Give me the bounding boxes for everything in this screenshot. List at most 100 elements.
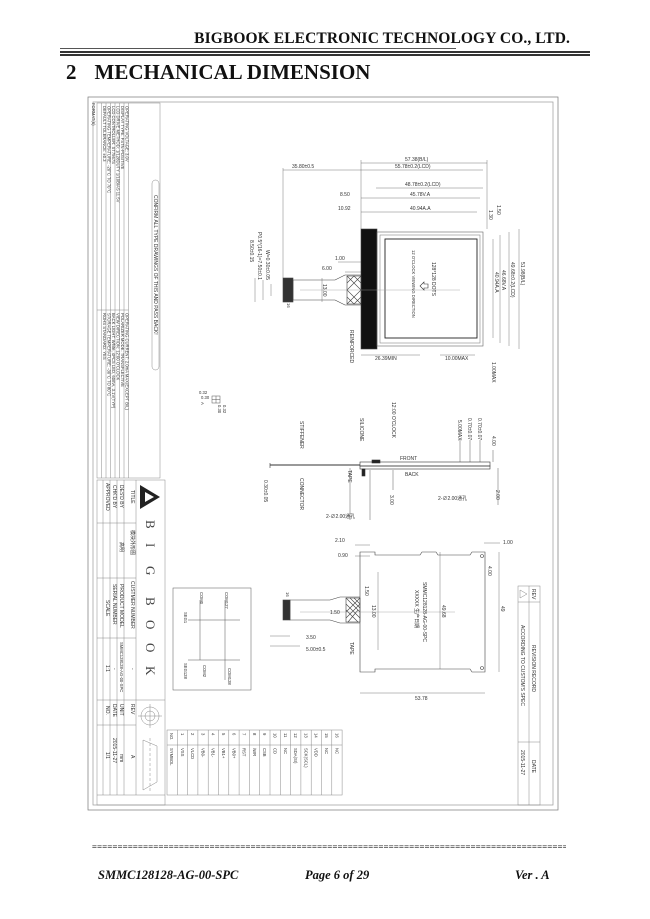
scale-label: SCALE <box>104 600 110 617</box>
serial-label: SERIAL NUMBER <box>111 584 117 625</box>
pin-number: 7 <box>242 733 247 736</box>
pin-number: 16 <box>334 733 339 738</box>
spec-drive-method: LCD DRIVE METHOD: 1/128DUTY 1/10BIAS 11.… <box>115 106 120 203</box>
dim-lcd-width: 55.78±0.2(LCD) <box>395 164 431 170</box>
detail-a-dim: 0.30 <box>217 405 222 414</box>
spec-backlight: BACK LIGHT: White, 4PCS LED, 60mA, 3.1V(… <box>111 313 116 409</box>
back-pin16-label: 16 <box>285 592 290 597</box>
pin-no-header: NO. <box>169 733 174 740</box>
spec-controller: LCD CONTROLLER: ST7567S <box>111 106 116 164</box>
customer-label: CUSTMER NUMBER <box>129 581 135 629</box>
unit-value: mm <box>118 754 124 762</box>
spec-confirm-header: CONFIRM ALL TYPE DRAWINGS OF THIS AND PA… <box>152 195 158 335</box>
serial-value: - <box>111 668 117 670</box>
detail-a-dim: 0.30 <box>201 395 210 400</box>
section-title: MECHANICAL DIMENSION <box>94 60 371 84</box>
logo-letter: O <box>143 643 158 652</box>
logo-letter: B <box>143 597 158 606</box>
pin-number: 1 <box>180 733 185 736</box>
com0-label: COM0 <box>199 592 204 605</box>
dim-600: 6.00 <box>322 266 332 272</box>
reinforced-label: REINFORCED <box>348 330 354 363</box>
dim-070a: 0.70±0.07 <box>466 418 472 440</box>
pin-symbol: VB1+ <box>221 748 226 759</box>
pin-symbol: NC <box>324 748 329 754</box>
customer-value: - <box>129 668 135 670</box>
dim-bl-width: 57.38(B/L) <box>405 157 429 163</box>
pin-symbol: SDA(SI) <box>293 748 298 764</box>
pin-symbol: VSS <box>180 748 185 757</box>
pin-symbol: /WR <box>252 748 257 756</box>
dim-500max: 5.00MAX <box>456 420 462 441</box>
front-view-dimensions <box>254 160 520 356</box>
spec-storage-temp: STORAGE TEMPERATURE: -30°C TO 80°C <box>106 313 111 396</box>
dim-2639: 26.39MIN <box>375 356 397 362</box>
spec-operating-current: OPERATING CURRENT: 2.0mA MAX(EXCEPT B/L) <box>124 313 129 410</box>
dim-va-height: 46.68V.A <box>500 270 506 291</box>
view-direction-label: 12 O'CLOCK VIEWING DIRECTION <box>411 250 416 318</box>
header-rule-thick <box>60 51 590 56</box>
dim-070b: 0.70±0.07 <box>476 418 482 440</box>
pin-number: 15 <box>324 733 329 738</box>
spec-table-text: OPERATING VOLTAGE: 3.0V DISPLAY TYPE: FS… <box>91 103 158 410</box>
seg128-label: SEG128 <box>183 663 188 680</box>
detail-a-dim: 0.32 <box>199 390 208 395</box>
spec-polarizer: POLARIZER MODE: TRANSFLECTIVE <box>120 313 125 387</box>
format-label: FORMAT(6) <box>91 103 96 126</box>
dim-hole-2: 2-∅2.00通孔 <box>438 495 467 502</box>
front-view-labels: 57.38(B/L) 55.78±0.2(LCD) 35.80±0.5 48.7… <box>248 157 525 383</box>
spec-operating-temp: OPERATING TEMPERATURE: -20°C TO 70°C <box>106 106 111 193</box>
dim-350: 3.50 <box>306 635 316 641</box>
logo-letter: O <box>143 620 158 629</box>
dim-1000: 10.00MAX <box>445 356 469 362</box>
footer-doc-number: SMMC128128-AG-00-SPC <box>98 868 239 882</box>
dim-fpc-width: 8.50±0.15 <box>248 240 254 262</box>
dim-850: 8.50 <box>340 192 350 198</box>
dim-pitch: P0.5*(16-1)=7.50±0.1 <box>256 232 262 280</box>
drawing-inner-border <box>92 101 554 806</box>
pin-symbol: VB0+ <box>231 748 236 759</box>
title-block <box>96 479 166 806</box>
approved-label: APPROVED <box>104 483 110 511</box>
detail-a-label: A <box>200 402 205 405</box>
pin-symbol: CSB <box>262 748 267 757</box>
dim-130: 1.30 <box>487 210 493 220</box>
dim-400: 4.00 <box>490 436 496 446</box>
pin-symbol: SCK(SCL) <box>303 748 308 768</box>
pin-number: 5 <box>221 733 226 736</box>
pin-number: 3 <box>200 733 205 736</box>
spec-tolerance: DEFAULT TOLERANCE: ±0.3 <box>102 106 107 162</box>
revision-block <box>517 585 541 806</box>
silicone-label: SILICONE <box>358 418 364 442</box>
date-value: 2015-11-27 <box>111 738 117 763</box>
dim-1300: 13.00 <box>370 605 376 618</box>
viewing-area <box>384 238 478 339</box>
title-label: TITLE <box>129 490 135 504</box>
pin-number: 2 <box>190 733 195 736</box>
pin-number: 10 <box>273 733 278 738</box>
revision-date-label: DATE <box>530 760 536 774</box>
fpc-pins <box>282 277 294 303</box>
pin-symbol: VB1- <box>211 748 216 758</box>
model-label: PRODUCT MODEL <box>118 584 124 628</box>
pin-table-text: NO. SYMBOL 1VSS2VLCD3VB0-4VB1-5VB1+6VB0+… <box>169 733 339 768</box>
stiffener-label: STIFFENER <box>298 421 304 449</box>
dim-150b: 1.50 <box>363 586 369 596</box>
seg1-label: SEG1 <box>183 612 188 624</box>
revision-entry-text: ACCORDING TO CUSTOM'S SPEC <box>519 625 525 706</box>
dim-aa-height: 40.94A.A <box>493 272 499 293</box>
no-value: 1/1 <box>104 752 110 759</box>
pin-number: 6 <box>231 733 236 736</box>
drawing-outer-border <box>87 96 559 811</box>
dim-200: 2.00 <box>494 490 500 500</box>
spec-view-direction: VIEW DIRECTION: 12:00 O'CLOCK <box>115 313 120 381</box>
side-view <box>269 440 499 520</box>
back-tape-label: TAPE <box>348 642 354 655</box>
circuit-diagram <box>172 587 252 691</box>
pin-number: 9 <box>262 733 267 736</box>
back-view-labels: 2.10 0.90 1.50 3.50 5.00±0.5 1.00 4.00 4… <box>285 538 513 702</box>
no-label: NO. <box>104 706 110 715</box>
pin-symbol: RST <box>242 748 247 757</box>
pin-symbol: VB0- <box>200 748 205 758</box>
